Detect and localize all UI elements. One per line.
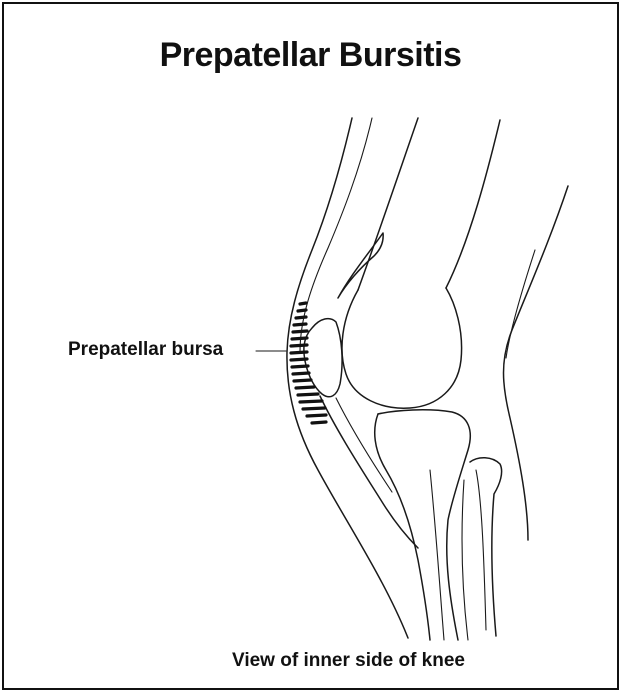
shin-line-2 (430, 470, 444, 640)
patella (304, 319, 342, 397)
skin-inner-line (300, 118, 372, 352)
femur-back-edge (446, 120, 500, 288)
patellar-tendon-inner (336, 398, 392, 492)
bursa-label: Prepatellar bursa (68, 339, 223, 361)
patellar-tendon (320, 396, 418, 548)
femur-front-edge (358, 118, 418, 290)
diagram-caption: View of inner side of knee (232, 650, 465, 672)
back-leg-inner-line (506, 250, 535, 358)
back-leg-outline (504, 186, 569, 540)
tibia-front (375, 414, 430, 640)
tibia-head (378, 410, 470, 640)
quadriceps-tendon (338, 233, 383, 298)
fibula-inner (476, 470, 486, 630)
shin-line-1 (462, 480, 468, 640)
femoral-condyle (342, 288, 462, 408)
